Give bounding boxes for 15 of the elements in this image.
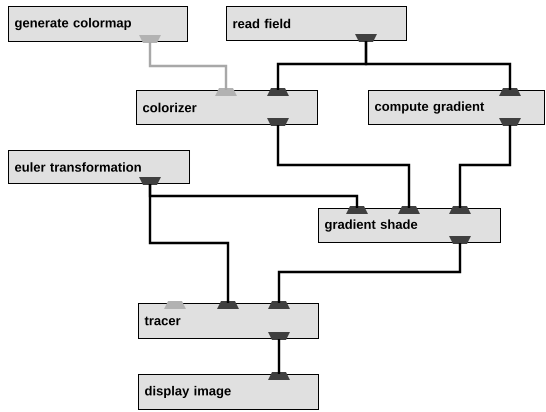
module-box: colorizer <box>136 90 318 125</box>
connection-line <box>148 42 228 90</box>
connection-line <box>276 125 410 208</box>
connection-line <box>148 184 230 303</box>
module-box: gradient shade <box>318 208 501 243</box>
module-box: generate colormap <box>8 6 188 42</box>
connection-line <box>278 243 462 303</box>
connection-line <box>364 41 512 90</box>
connection-line <box>278 339 280 374</box>
module-box: read field <box>226 6 407 41</box>
module-box: tracer <box>138 303 319 339</box>
connection-line <box>458 125 512 208</box>
module-box: compute gradient <box>368 90 545 125</box>
module-box: display image <box>138 374 319 410</box>
module-box: euler transformation <box>8 150 190 184</box>
